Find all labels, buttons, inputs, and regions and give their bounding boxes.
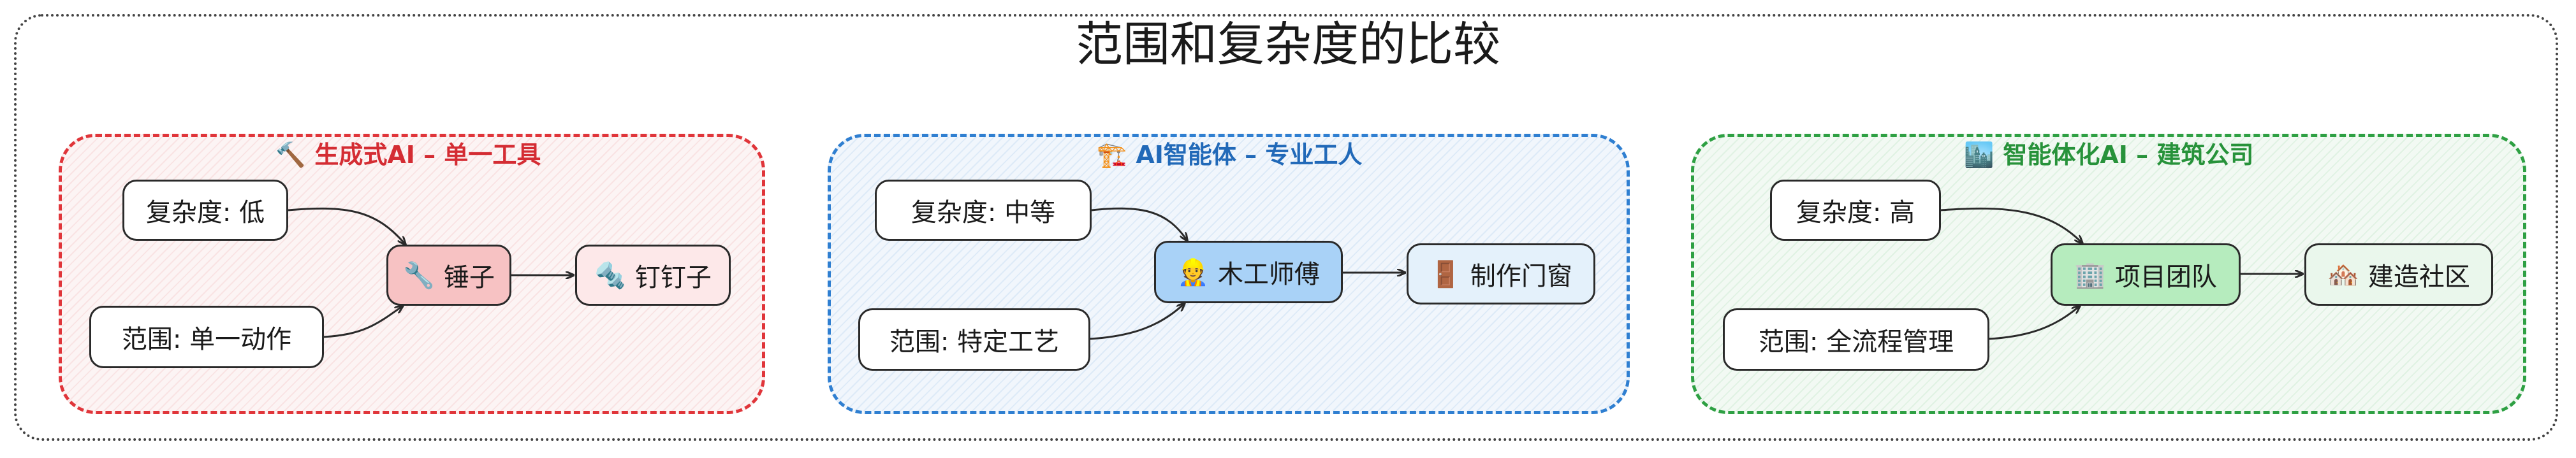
- scope-node[interactable]: 范围: 特定工艺: [858, 308, 1090, 371]
- complexity-label: 复杂度: 高: [1796, 198, 1915, 227]
- cityscape-icon: 🏙️: [1964, 141, 1994, 169]
- door-icon: 🚪: [1430, 259, 1461, 289]
- result-node-nailing[interactable]: 🔩 钉钉子: [575, 245, 731, 306]
- scope-node[interactable]: 范围: 全流程管理: [1723, 308, 1989, 371]
- diagram-title: 范围和复杂度的比较: [1076, 17, 1500, 72]
- hub-label: 锤子: [443, 263, 495, 292]
- complexity-label: 复杂度: 低: [145, 198, 265, 227]
- scope-label: 范围: 特定工艺: [889, 327, 1060, 357]
- construction-worker-icon: 👷: [1177, 257, 1209, 287]
- office-building-icon: 🏢: [2074, 260, 2106, 290]
- complexity-label: 复杂度: 中等: [911, 198, 1056, 227]
- result-node-doors-windows[interactable]: 🚪 制作门窗: [1407, 243, 1595, 304]
- connector-complexity-to-hub: [288, 207, 406, 245]
- group-label-ai-agent: 🏗️ AI智能体 – 专业工人: [1089, 139, 1370, 171]
- group-label-text: 智能体化AI – 建筑公司: [2003, 141, 2254, 169]
- result-node-community[interactable]: 🏘️ 建造社区: [2304, 243, 2493, 306]
- wrench-icon: 🔧: [403, 261, 435, 290]
- connector-scope-to-hub: [323, 306, 403, 338]
- complexity-node[interactable]: 复杂度: 高: [1770, 180, 1941, 241]
- result-label: 建造社区: [2367, 262, 2470, 292]
- group-label-text: 生成式AI – 单一工具: [314, 141, 541, 169]
- connector-scope-to-hub: [1989, 306, 2080, 340]
- complexity-node[interactable]: 复杂度: 低: [122, 180, 288, 241]
- scope-label: 范围: 全流程管理: [1758, 327, 1954, 357]
- connector-scope-to-hub: [1090, 303, 1185, 340]
- nut-bolt-icon: 🔩: [594, 261, 626, 290]
- outer-frame: [14, 14, 2558, 441]
- result-label: 钉钉子: [634, 263, 712, 292]
- result-label: 制作门窗: [1470, 262, 1572, 291]
- scope-node[interactable]: 范围: 单一动作: [89, 306, 324, 368]
- scope-label: 范围: 单一动作: [121, 325, 292, 354]
- hub-node-project-team[interactable]: 🏢 项目团队: [2051, 243, 2241, 306]
- group-label-agentic-ai: 🏙️ 智能体化AI – 建筑公司: [1956, 139, 2261, 171]
- complexity-node[interactable]: 复杂度: 中等: [875, 180, 1092, 241]
- connector-complexity-to-hub: [1091, 207, 1187, 241]
- group-label-text: AI智能体 – 专业工人: [1136, 141, 1363, 169]
- hub-node-hammer[interactable]: 🔧 锤子: [386, 245, 511, 306]
- houses-icon: 🏘️: [2327, 260, 2359, 290]
- hub-label: 项目团队: [2114, 262, 2217, 292]
- hub-label: 木工师傅: [1217, 260, 1320, 289]
- connector-complexity-to-hub: [1940, 207, 2082, 243]
- hub-node-carpenter[interactable]: 👷 木工师傅: [1154, 241, 1343, 303]
- group-label-generative-ai: 🔨 生成式AI – 单一工具: [268, 139, 548, 171]
- construction-crane-icon: 🏗️: [1097, 141, 1127, 169]
- hammer-icon: 🔨: [275, 141, 306, 169]
